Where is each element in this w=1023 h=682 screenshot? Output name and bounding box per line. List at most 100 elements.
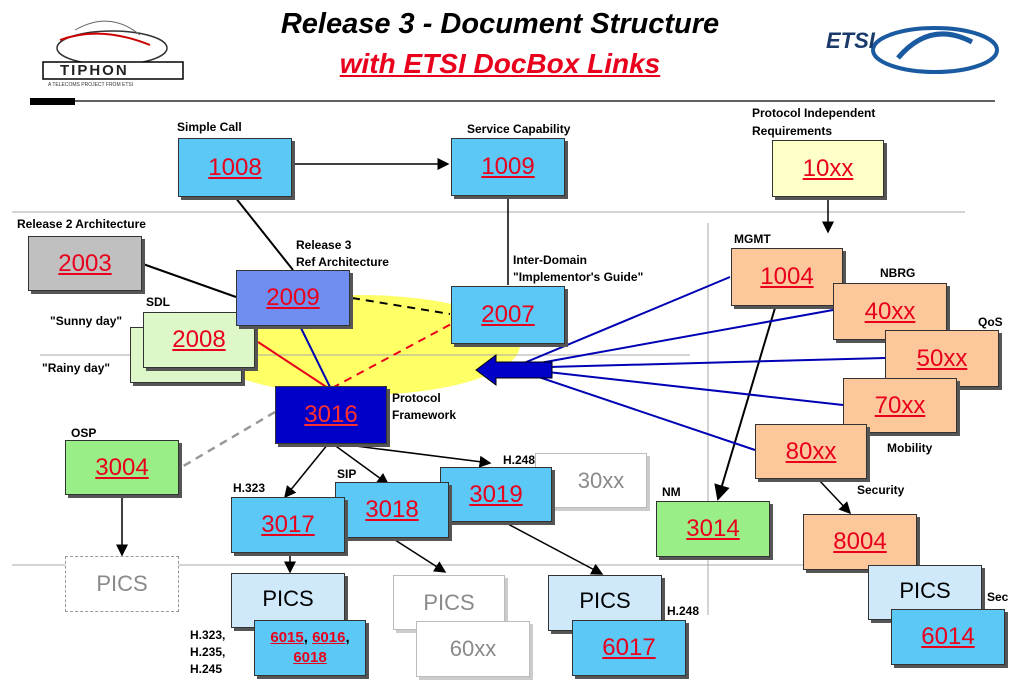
doc-label: 60xx — [449, 636, 497, 661]
link-3016-3017 — [284, 443, 329, 499]
doc-label: PICS — [579, 588, 631, 613]
label-h323-list-b: H.235, — [190, 645, 226, 659]
doc-3017[interactable]: 3017 — [231, 497, 345, 553]
doc-30xx[interactable]: 30xx — [535, 453, 647, 508]
doc-link[interactable]: 1008 — [208, 153, 262, 181]
page-subtitle: with ETSI DocBox Links — [339, 48, 661, 79]
doc-link-6015[interactable]: 6015 — [270, 629, 304, 646]
doc-link[interactable]: 2003 — [58, 249, 112, 277]
label-service-capability: Service Capability — [467, 122, 571, 136]
label-simple-call: Simple Call — [177, 120, 242, 134]
doc-70xx[interactable]: 70xx — [843, 378, 957, 433]
doc-6017[interactable]: 6017 — [572, 620, 686, 676]
label-sip: SIP — [337, 467, 357, 481]
doc-6014[interactable]: 6014 — [891, 609, 1005, 665]
etsi-logo — [871, 26, 999, 74]
doc-link[interactable]: 3018 — [365, 496, 419, 523]
doc-1008[interactable]: 1008 — [178, 138, 292, 197]
doc-6015-6016-6018[interactable]: 6015, 6016, 6018 — [254, 620, 366, 676]
label-implementors-guide: "Implementor's Guide" — [513, 270, 644, 284]
doc-link[interactable]: 3016 — [304, 401, 358, 428]
doc-link-6016[interactable]: 6016 — [312, 629, 346, 646]
doc-label: PICS — [899, 578, 951, 603]
label-release3: Release 3 — [296, 238, 352, 252]
doc-link[interactable]: 2008 — [172, 326, 226, 353]
label-nbrg: NBRG — [880, 266, 916, 280]
doc-link[interactable]: 2009 — [266, 284, 320, 311]
doc-links-row: 6015, 6016, — [270, 628, 349, 648]
label-sunny-day: "Sunny day" — [50, 314, 123, 328]
label-h323-list-c: H.245 — [190, 662, 223, 676]
doc-label: 30xx — [577, 467, 625, 493]
link-1008-2009 — [234, 196, 294, 271]
block-arrow — [475, 354, 553, 386]
label-h323: H.323 — [233, 481, 266, 495]
doc-3014[interactable]: 3014 — [656, 501, 770, 557]
doc-80xx[interactable]: 80xx — [755, 424, 867, 479]
doc-link[interactable]: 10xx — [802, 154, 854, 182]
label-release2-arch: Release 2 Architecture — [17, 217, 146, 231]
link-80xx-8004 — [816, 477, 852, 515]
doc-link[interactable]: 40xx — [864, 297, 916, 325]
doc-10xx[interactable]: 10xx — [772, 140, 884, 197]
link-3016-2007-red-dashed — [331, 321, 456, 389]
doc-pics-osp[interactable]: PICS — [65, 556, 179, 612]
doc-1009[interactable]: 1009 — [451, 138, 565, 196]
label-h248-bottom: H.248 — [667, 604, 700, 618]
doc-link[interactable]: 2007 — [481, 301, 535, 328]
link-3016-3004-gray — [179, 410, 276, 470]
label-nm: NM — [662, 485, 681, 499]
label-sdl: SDL — [146, 295, 170, 309]
page-title: Release 3 - Document Structure — [280, 8, 720, 40]
doc-pics-h323[interactable]: PICS — [231, 573, 345, 628]
link-2009-3016 — [299, 325, 331, 388]
doc-label: PICS — [423, 589, 475, 615]
label-h248-top: H.248 — [503, 453, 536, 467]
etsi-wordmark: ETSI — [826, 28, 875, 53]
doc-link-6018[interactable]: 6018 — [293, 649, 327, 666]
link-50xx-arrow — [511, 357, 886, 369]
label-inter-domain: Inter-Domain — [513, 253, 588, 267]
doc-60xx[interactable]: 60xx — [416, 621, 530, 677]
header-rule-block — [30, 98, 75, 105]
tiphon-logo — [42, 20, 184, 80]
separator-comma: , — [303, 629, 308, 646]
link-2009-2007-dashed — [351, 297, 451, 315]
doc-pics-sip[interactable]: PICS — [393, 575, 505, 630]
doc-link[interactable]: 8004 — [833, 528, 887, 555]
doc-2007[interactable]: 2007 — [451, 286, 565, 344]
doc-2003[interactable]: 2003 — [28, 236, 142, 291]
doc-link[interactable]: 6017 — [602, 634, 656, 661]
doc-link[interactable]: 3019 — [469, 480, 523, 508]
doc-link[interactable]: 50xx — [916, 344, 968, 372]
doc-3016[interactable]: 3016 — [275, 386, 387, 444]
tiphon-tagline: A TELECOMS PROJECT FROM ETSI — [48, 82, 134, 88]
label-rainy-day: "Rainy day" — [42, 361, 111, 375]
doc-2008[interactable]: 2008 — [143, 312, 255, 368]
doc-3018[interactable]: 3018 — [335, 482, 449, 538]
doc-1004[interactable]: 1004 — [731, 248, 843, 306]
doc-link[interactable]: 80xx — [785, 437, 837, 465]
doc-8004[interactable]: 8004 — [803, 514, 917, 570]
label-qos: QoS — [978, 315, 1003, 329]
doc-3004[interactable]: 3004 — [65, 440, 179, 495]
doc-link[interactable]: 1009 — [481, 153, 535, 180]
doc-link[interactable]: 6014 — [921, 623, 975, 650]
label-sec: Sec — [987, 590, 1009, 604]
doc-3019[interactable]: 3019 — [440, 467, 552, 522]
link-3019-pics — [507, 523, 604, 575]
label-ref-arch: Ref Architecture — [296, 255, 389, 269]
link-40xx-arrow — [511, 309, 834, 369]
link-1004-arrow — [511, 276, 731, 369]
label-mobility: Mobility — [887, 441, 933, 455]
doc-link[interactable]: 3014 — [686, 515, 740, 542]
doc-link[interactable]: 3017 — [261, 511, 315, 538]
doc-link[interactable]: 3004 — [95, 453, 149, 481]
link-80xx-arrow — [511, 367, 756, 451]
link-2003-2009 — [142, 263, 237, 298]
link-1004-3014 — [714, 307, 776, 501]
doc-link[interactable]: 70xx — [874, 391, 926, 419]
doc-link[interactable]: 1004 — [760, 263, 814, 290]
doc-2009[interactable]: 2009 — [236, 270, 350, 326]
label-protocol-independent: Protocol Independent — [752, 106, 876, 120]
